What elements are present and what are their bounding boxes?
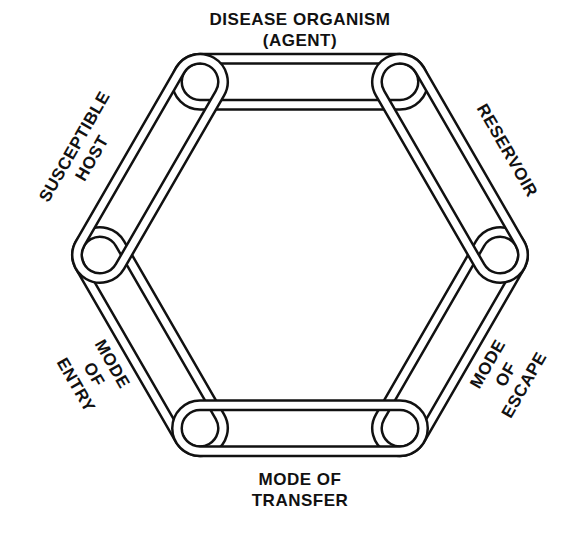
link-label: MODE OF TRANSFER (250, 469, 350, 511)
chain-link (177, 405, 423, 451)
link-label: DISEASE ORGANISM (AGENT) (200, 9, 400, 51)
link-label: SUSCEPTIBLE HOST (34, 90, 131, 217)
